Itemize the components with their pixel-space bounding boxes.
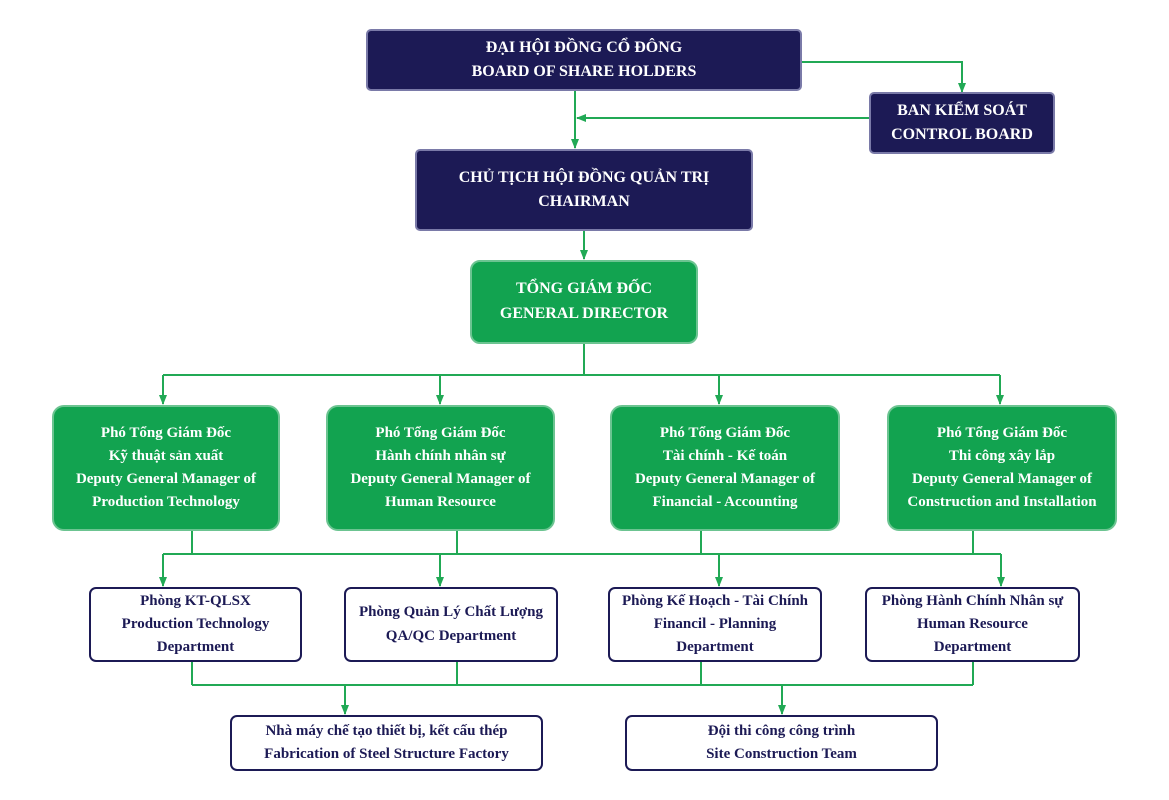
deputy-line: Deputy General Manager of	[634, 471, 816, 487]
unit-steel-structure-factory-box: Nhà máy chế tạo thiết bị, kết cấu thép F…	[230, 715, 543, 771]
deputy-line: Construction and Installation	[907, 494, 1097, 511]
unit-line: Nhà máy chế tạo thiết bị, kết cấu thép	[265, 722, 508, 739]
general-director-label-en: GENERAL DIRECTOR	[499, 305, 669, 322]
general-director-label-vi: TỔNG GIÁM ĐỐC	[516, 280, 652, 298]
department-line: Phòng KT-QLSX	[140, 592, 251, 609]
unit-site-construction-team-box: Đội thi công công trình Site Constructio…	[625, 715, 938, 771]
dept-human-resource-box: Phòng Hành Chính Nhân sự Human Resource …	[865, 587, 1080, 662]
deputy-line: Hành chính nhân sự	[375, 447, 506, 464]
deputy-production-technology-box: Phó Tổng Giám Đốc Kỹ thuật sản xuất Depu…	[52, 405, 280, 531]
dept-financial-planning-box: Phòng Kế Hoạch - Tài Chính Financil - Pl…	[608, 587, 822, 662]
deputy-line: Phó Tổng Giám Đốc	[375, 424, 506, 441]
department-line: Phòng Quản Lý Chất Lượng	[358, 604, 544, 621]
shareholders-label-vi: ĐẠI HỘI ĐỒNG CỔ ĐÔNG	[485, 39, 683, 56]
shareholders-box: ĐẠI HỘI ĐỒNG CỔ ĐÔNG BOARD OF SHARE HOLD…	[366, 29, 802, 91]
deputy-line: Deputy General Manager of	[911, 471, 1093, 487]
control-board-label-vi: BAN KIỂM SOÁT	[897, 102, 1027, 119]
department-line: QA/QC Department	[385, 627, 517, 644]
deputy-financial-accounting-box: Phó Tổng Giám Đốc Tài chính - Kế toán De…	[610, 405, 840, 531]
shareholders-label-en: BOARD OF SHARE HOLDERS	[471, 63, 697, 80]
deputy-human-resource-box: Phó Tổng Giám Đốc Hành chính nhân sự Dep…	[326, 405, 555, 531]
unit-line: Fabrication of Steel Structure Factory	[264, 746, 509, 762]
department-line: Phòng Hành Chính Nhân sự	[881, 592, 1064, 609]
control-board-label-en: CONTROL BOARD	[891, 126, 1033, 143]
deputy-construction-installation-box: Phó Tổng Giám Đốc Thi công xây lắp Deput…	[887, 405, 1117, 531]
deputy-line: Deputy General Manager of	[75, 471, 257, 487]
department-line: Department	[156, 639, 235, 656]
deputy-line: Human Resource	[385, 494, 496, 511]
general-director-box: TỔNG GIÁM ĐỐC GENERAL DIRECTOR	[470, 260, 698, 344]
deputy-line: Production Technology	[92, 494, 240, 511]
department-line: Human Resource	[917, 615, 1028, 632]
department-line: Department	[676, 639, 754, 656]
department-line: Department	[933, 639, 1012, 656]
deputy-line: Deputy General Manager of	[350, 471, 531, 487]
department-line: Production Technology	[121, 615, 270, 632]
deputy-line: Phó Tổng Giám Đốc	[659, 424, 791, 441]
deputy-line: Financial - Accounting	[652, 494, 798, 511]
department-line: Financil - Planning	[653, 615, 777, 632]
unit-line: Site Construction Team	[706, 746, 857, 762]
deputy-line: Kỹ thuật sản xuất	[108, 447, 224, 464]
chairman-box: CHỦ TỊCH HỘI ĐỒNG QUẢN TRỊ CHAIRMAN	[415, 149, 753, 231]
chairman-label-vi: CHỦ TỊCH HỘI ĐỒNG QUẢN TRỊ	[458, 169, 710, 186]
dept-production-technology-box: Phòng KT-QLSX Production Technology Depa…	[89, 587, 302, 662]
department-line: Phòng Kế Hoạch - Tài Chính	[621, 592, 808, 609]
chairman-label-en: CHAIRMAN	[538, 193, 630, 210]
deputy-line: Thi công xây lắp	[948, 447, 1056, 464]
unit-line: Đội thi công công trình	[707, 722, 856, 739]
deputy-line: Phó Tổng Giám Đốc	[936, 424, 1068, 441]
deputy-line: Tài chính - Kế toán	[662, 447, 788, 464]
control-board-box: BAN KIỂM SOÁT CONTROL BOARD	[869, 92, 1055, 154]
dept-qa-qc-box: Phòng Quản Lý Chất Lượng QA/QC Departmen…	[344, 587, 558, 662]
edge-shareholders-control	[801, 61, 966, 93]
deputy-line: Phó Tổng Giám Đốc	[100, 424, 232, 441]
